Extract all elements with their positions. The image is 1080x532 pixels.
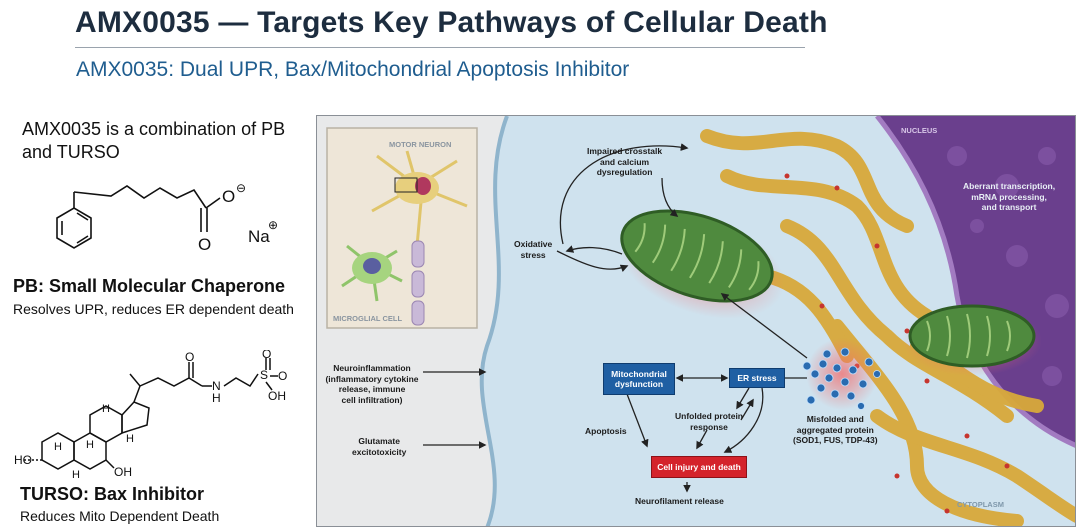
turso-h5: H — [72, 469, 80, 480]
inset-motor-neuron-label: MOTOR NEURON — [389, 140, 452, 149]
arrow-upr-to-injury — [696, 429, 708, 450]
page-title: AMX0035 — Targets Key Pathways of Cellul… — [75, 6, 828, 39]
turso-oh: OH — [114, 465, 132, 479]
turso-bonds — [24, 358, 278, 470]
label-neurofilament: Neurofilament release — [635, 496, 724, 506]
label-neuroinflammation: Neuroinflammation (inflammatory cytokine… — [325, 363, 419, 405]
pb-o-carbonyl: O — [198, 235, 211, 254]
inset-zoom-box — [394, 177, 418, 193]
box-er-stress: ER stress — [729, 368, 785, 388]
arrow-oxidative-to-mito — [556, 250, 629, 272]
arrow-er-to-upr — [736, 387, 750, 410]
arrow-er-to-injury — [723, 387, 764, 453]
pb-heading: PB: Small Molecular Chaperone — [13, 276, 286, 296]
inset-motor-neuron-panel — [326, 127, 478, 329]
arrow-upr-to-er — [740, 398, 754, 421]
label-aberrant-transcription: Aberrant transcription, mRNA processing,… — [963, 181, 1056, 212]
box-mitochondrial-dysfunction: Mitochondrial dysfunction — [603, 363, 675, 395]
turso-h1: H — [126, 433, 134, 445]
cytoplasm-label: CYTOPLASM — [957, 500, 1004, 509]
turso-oh-s: OH — [268, 389, 286, 403]
turso-o-s2: O — [278, 369, 287, 383]
turso-heading: TURSO: Bax Inhibitor — [20, 484, 204, 504]
turso-n: N — [212, 379, 221, 393]
label-apoptosis: Apoptosis — [585, 426, 627, 436]
arrow-aggregate-to-mito — [720, 293, 808, 359]
turso-h3: H — [86, 439, 94, 451]
pb-structure: O ⊖ O Na ⊕ — [56, 181, 278, 254]
pb-plus-charge: ⊕ — [268, 218, 278, 232]
arrow-mito-to-oxidative — [565, 245, 623, 255]
arrow-mito-to-injury — [626, 393, 649, 448]
turso-o-s1: O — [262, 350, 271, 361]
pb-o-anion: O — [222, 187, 235, 206]
turso-h4: H — [54, 441, 62, 453]
turso-description: Reduces Mito Dependent Death — [20, 508, 220, 524]
page-subtitle: AMX0035: Dual UPR, Bax/Mitochondrial Apo… — [76, 58, 630, 81]
arrow-oxidative-to-crosstalk — [559, 143, 689, 245]
myelinated-axon — [411, 240, 425, 326]
microglia-nucleus — [363, 258, 381, 274]
pathway-illustration: MOTOR NEURON MICROGLIAL CELL NUCLEUS CYT… — [316, 115, 1076, 527]
chromatin-texture — [947, 146, 1069, 386]
label-glutamate: Glutamate excitotoxicity — [352, 436, 407, 457]
mitochondrion-2 — [908, 304, 1036, 368]
title-divider — [75, 47, 805, 48]
inset-microglial-label: MICROGLIAL CELL — [333, 314, 403, 323]
intro-text: AMX0035 is a combination of PB and TURSO — [22, 119, 286, 162]
label-unfolded-protein: Unfolded protein response — [675, 411, 743, 432]
pb-minus-charge: ⊖ — [236, 181, 246, 195]
pb-sodium: Na — [248, 227, 270, 246]
protein-aggregates — [802, 347, 881, 410]
mito-cristae-2 — [926, 313, 1011, 359]
nucleus-label: NUCLEUS — [901, 126, 938, 135]
label-impaired-crosstalk: Impaired crosstalk and calcium dysregula… — [587, 146, 663, 177]
label-misfolded-protein: Misfolded and aggregated protein (SOD1, … — [793, 414, 878, 445]
turso-h2: H — [102, 403, 110, 415]
turso-n-h: H — [212, 391, 221, 405]
turso-o-keto: O — [185, 350, 194, 364]
box-cell-injury-death: Cell injury and death — [651, 456, 747, 478]
turso-sulfur: S — [260, 368, 268, 382]
pb-bonds — [56, 185, 221, 249]
pb-description: Resolves UPR, reduces ER dependent death — [13, 301, 294, 317]
mito-cristae-1 — [634, 223, 760, 291]
label-oxidative-stress: Oxidative stress — [514, 239, 553, 260]
arrow-crosstalk-to-mito — [661, 177, 679, 217]
pathway-arrows — [423, 143, 808, 493]
turso-structure: O N H S O O OH H H H H H HO OH — [14, 350, 287, 480]
cell-membrane — [479, 116, 509, 526]
nuclear-envelope — [875, 116, 1075, 448]
neuron-nucleus — [415, 177, 431, 195]
turso-ho: HO — [14, 453, 32, 467]
